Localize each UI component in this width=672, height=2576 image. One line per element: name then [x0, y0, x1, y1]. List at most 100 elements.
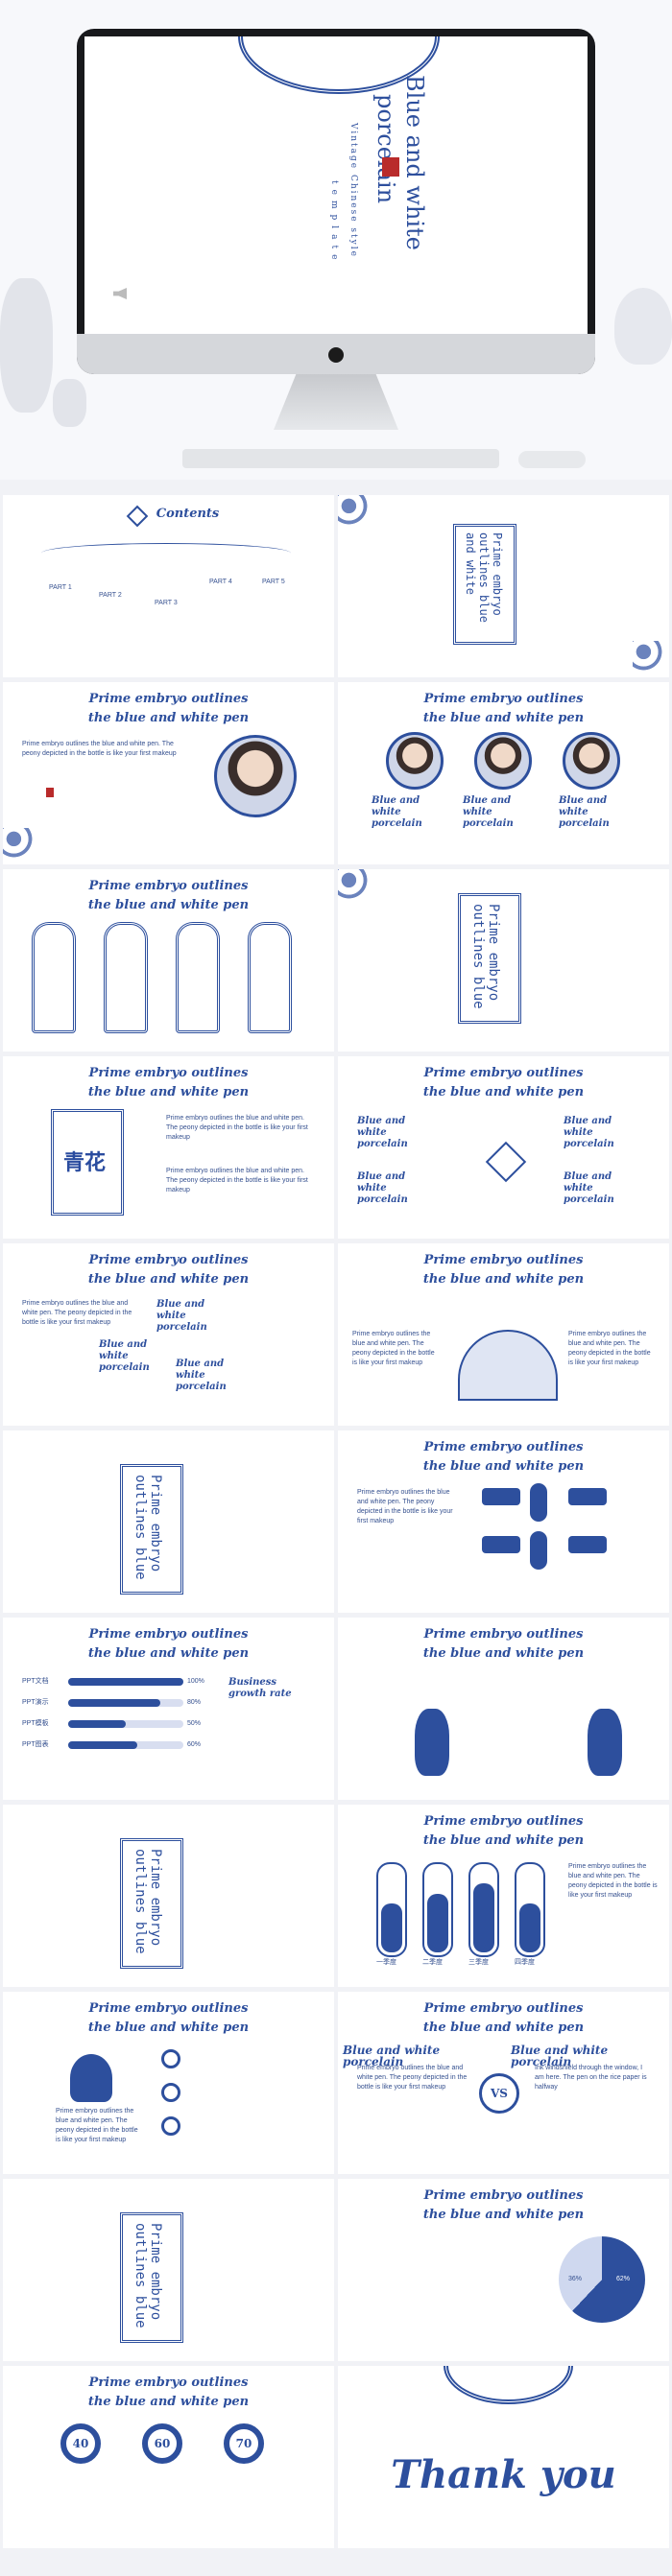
capsule — [515, 1862, 545, 1957]
item-title: Blue and white porcelain — [463, 795, 514, 829]
hero-mockup: Blue and white porcelain Vintage Chinese… — [0, 0, 672, 480]
bowl-right-title: Blue and white porcelain — [511, 2044, 609, 2068]
portrait-photo — [386, 732, 444, 790]
slide-heading-1: Prime embryo outlines — [423, 1627, 584, 1642]
slide-heading-1: Prime embryo outlines — [88, 1066, 249, 1080]
slide-heading-2: the blue and white pen — [87, 711, 250, 725]
bar-fill — [68, 1720, 126, 1728]
decor-vase-left — [0, 278, 53, 413]
slide-heading-2: the blue and white pen — [422, 1272, 585, 1287]
cover-subtitle-2: template — [329, 180, 339, 266]
slide-vases[interactable]: Prime embryo outlines the blue and white… — [338, 1618, 669, 1800]
slide-heading-1: Prime embryo outlines — [88, 2375, 249, 2390]
slide-contents[interactable]: Contents PART 1 PART 2 PART 3 PART 4 PAR… — [3, 495, 334, 677]
slide-heading-2: the blue and white pen — [422, 2208, 585, 2222]
red-seal-icon — [46, 788, 54, 797]
slide-frame-3[interactable]: Prime embryo outlines blue — [3, 1430, 334, 1613]
slide-fan[interactable]: Prime embryo outlines the blue and white… — [338, 1243, 669, 1426]
slide-frame-4[interactable]: Prime embryo outlines blue — [3, 1805, 334, 1987]
body-text: Prime embryo outlines the blue and white… — [22, 741, 177, 757]
slide-heading-2: the blue and white pen — [422, 1459, 585, 1474]
vase-icon — [415, 1709, 449, 1776]
ring-70: 70 — [224, 2423, 264, 2464]
capsule-fill — [473, 1882, 494, 1952]
portrait-photo — [563, 732, 620, 790]
slide-heading-1: Prime embryo outlines — [88, 1627, 249, 1642]
speaker-icon[interactable] — [113, 288, 127, 299]
slide-pie[interactable]: Prime embryo outlines the blue and white… — [338, 2179, 669, 2361]
slide-list[interactable]: Prime embryo outlines the blue and white… — [3, 1243, 334, 1426]
slide-four-panels[interactable]: Prime embryo outlines the blue and white… — [3, 869, 334, 1052]
item-title: Blue and white porcelain — [357, 1171, 408, 1205]
cover-title-2: porcelain — [372, 94, 399, 204]
slide-rings[interactable]: Prime embryo outlines the blue and white… — [3, 2366, 334, 2548]
slide-thankyou[interactable]: Thank you — [338, 2366, 669, 2548]
body-text: Prime embryo outlines the blue and white… — [22, 1300, 132, 1326]
portrait-photo — [474, 732, 532, 790]
slide-frame-5[interactable]: Prime embryo outlines blue — [3, 2179, 334, 2361]
slide-heading-1: Prime embryo outlines — [88, 879, 249, 893]
panel — [104, 922, 148, 1033]
slide-three-portraits[interactable]: Prime embryo outlines the blue and white… — [338, 682, 669, 864]
corner-ornament-icon — [3, 828, 39, 864]
ring-value: 60 — [154, 2437, 171, 2450]
pill — [568, 1488, 607, 1505]
slide-heading-2: the blue and white pen — [422, 1085, 585, 1099]
slide-frame-1[interactable]: Prime embryo outlines blue and white — [338, 495, 669, 677]
pie-value: 36% — [568, 2276, 583, 2282]
slide-diamond-center[interactable]: Prime embryo outlines the blue and white… — [338, 1056, 669, 1239]
item-title: Blue and white porcelain — [156, 1299, 207, 1333]
body-text: Prime embryo outlines the blue and white… — [352, 1331, 435, 1366]
body-text: Prime embryo outlines the blue and white… — [166, 1168, 308, 1193]
part-1: PART 1 — [49, 584, 72, 591]
bottle-icon — [70, 2054, 112, 2102]
pill — [530, 1483, 547, 1522]
capsule-label: 四季度 — [515, 1959, 535, 1966]
text-frame: Prime embryo outlines blue — [120, 2212, 183, 2343]
part-4: PART 4 — [209, 579, 232, 585]
vase-icon — [588, 1709, 622, 1776]
slide-portrait-text[interactable]: Prime embryo outlines the blue and white… — [3, 682, 334, 864]
bar-label: PPT演示 — [22, 1699, 49, 1706]
cover-slide: Blue and white porcelain Vintage Chinese… — [84, 36, 588, 334]
slide-qinghua[interactable]: Prime embryo outlines the blue and white… — [3, 1056, 334, 1239]
slide-bottle[interactable]: Prime embryo outlines the blue and white… — [3, 1992, 334, 2174]
item-title: Blue and white porcelain — [176, 1359, 227, 1392]
item-title: Blue and white porcelain — [564, 1171, 614, 1205]
monitor-stand — [274, 374, 398, 430]
slide-capsules[interactable]: Prime embryo outlines the blue and white… — [338, 1805, 669, 1987]
slide-vs[interactable]: Prime embryo outlines the blue and white… — [338, 1992, 669, 2174]
slide-heading-1: Prime embryo outlines — [88, 692, 249, 706]
cover-title-1: Blue and white — [401, 75, 428, 250]
capsule-label: 一季度 — [376, 1959, 396, 1966]
vs-text: VS — [491, 2087, 508, 2100]
text-frame: Prime embryo outlines blue and white — [453, 524, 516, 645]
slide-heading-1: Prime embryo outlines — [423, 2188, 584, 2203]
pie-value: 62% — [616, 2276, 631, 2282]
body-text: Prime embryo outlines the blue and white… — [56, 2108, 138, 2143]
slide-heading-2: the blue and white pen — [87, 2395, 250, 2409]
body-text: Ink windshield through the window, I am … — [535, 2065, 647, 2091]
portrait-photo — [214, 735, 297, 817]
capsule-fill — [381, 1903, 402, 1952]
pill — [568, 1536, 607, 1553]
pill — [482, 1536, 520, 1553]
slide-frame-2[interactable]: Prime embryo outlines blue — [338, 869, 669, 1052]
text-frame: Prime embryo outlines blue — [120, 1838, 183, 1969]
capsule-value: 85% — [472, 1879, 487, 1885]
slide-pills[interactable]: Prime embryo outlines the blue and white… — [338, 1430, 669, 1613]
capsule-label: 二季度 — [422, 1959, 443, 1966]
capsule-fill — [519, 1903, 540, 1952]
mouse — [518, 451, 586, 468]
frame-text: Prime embryo outlines blue — [470, 904, 501, 1009]
thank-you-text: Thank you — [391, 2452, 616, 2497]
ring-40: 40 — [60, 2423, 101, 2464]
slide-heading-2: the blue and white pen — [422, 1833, 585, 1848]
apple-logo-icon — [328, 347, 344, 363]
bar-fill — [68, 1699, 160, 1707]
pill — [482, 1488, 520, 1505]
body-text: Prime embryo outlines the blue and white… — [166, 1115, 308, 1141]
bar-label: PPT文档 — [22, 1678, 49, 1685]
slide-bars[interactable]: Prime embryo outlines the blue and white… — [3, 1618, 334, 1800]
item-title: Blue and white porcelain — [99, 1339, 150, 1373]
